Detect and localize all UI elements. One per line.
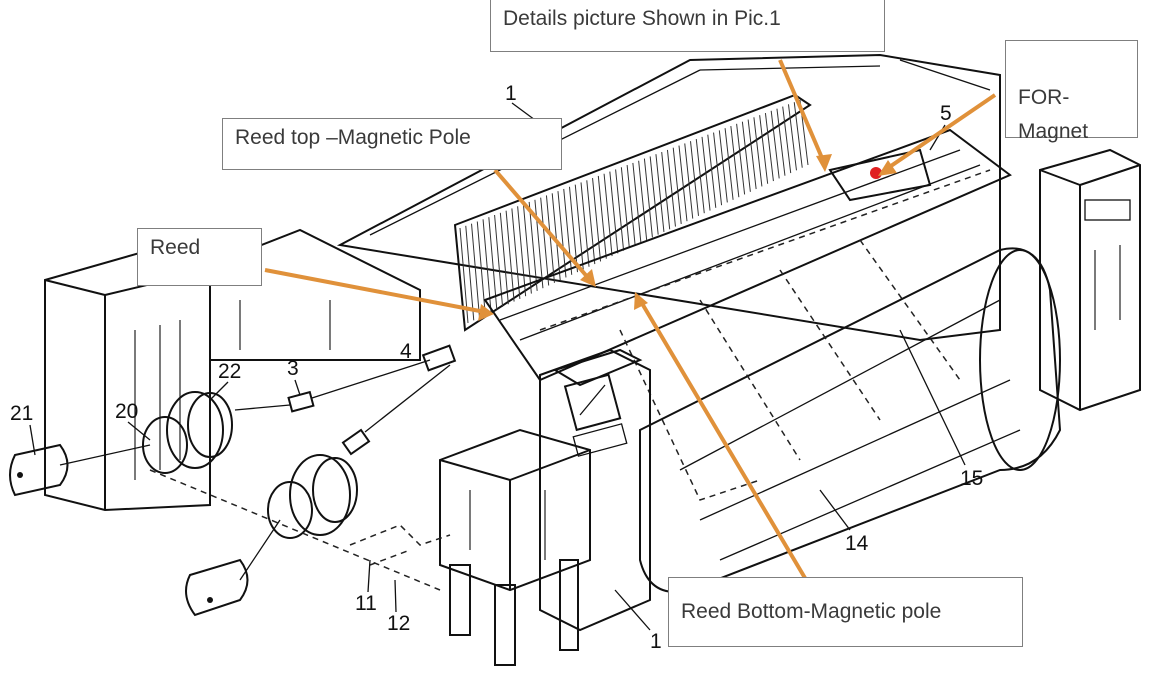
arrow-reed-bottom: [638, 298, 807, 580]
reed-tooth: [540, 197, 550, 286]
label-1: 1: [505, 82, 517, 105]
reed-tooth: [747, 119, 757, 190]
reed-tooth: [620, 167, 630, 249]
callout-reed-bottom: Reed Bottom-Magnetic pole: [668, 577, 1023, 647]
reed-tooth: [597, 175, 607, 259]
reed-tooth: [713, 132, 723, 206]
reed-tooth: [793, 102, 803, 168]
reed-tooth: [494, 214, 504, 307]
reed-tooth: [609, 171, 619, 254]
reed-tooth: [517, 206, 527, 297]
reed-tooth: [690, 141, 700, 216]
reed-tooth: [678, 145, 688, 222]
magnet-dot: [870, 167, 882, 179]
reed-tooth: [603, 173, 613, 257]
label-11: 11: [355, 592, 377, 615]
arrow-reed-top: [493, 168, 592, 282]
label-5: 5: [940, 102, 952, 125]
label-3: 3: [287, 357, 299, 380]
reed-tooth: [741, 121, 751, 192]
reed-tooth: [592, 178, 602, 262]
callout-reed-top-text: Reed top –Magnetic Pole: [235, 126, 471, 149]
callout-details-text: Details picture Shown in Pic.1: [503, 7, 781, 30]
callout-arrows: [264, 59, 997, 580]
reed-tooth: [568, 186, 578, 273]
reed-tooth: [511, 208, 521, 299]
reed-tooth: [730, 125, 740, 198]
reed-tooth: [471, 223, 481, 318]
reed-tooth: [626, 165, 636, 246]
reed-tooth: [666, 149, 676, 227]
reed-tooth: [632, 162, 642, 243]
cloth-roll: [619, 239, 1062, 593]
pulley-assembly: [9, 344, 457, 617]
reed-tooth: [557, 191, 567, 278]
reed-tooth: [787, 104, 797, 171]
callout-reed: Reed: [137, 228, 262, 286]
reed-tooth: [551, 193, 561, 281]
arrow-magnet: [883, 93, 997, 172]
callout-for-magnet-text: FOR- Magnet: [1018, 86, 1089, 143]
callout-reed-text: Reed: [150, 236, 201, 259]
callout-details-picture: Details picture Shown in Pic.1: [490, 0, 885, 52]
arrow-reed: [264, 268, 486, 314]
reed-tooth: [672, 147, 682, 224]
front-rail: [483, 128, 1012, 382]
reed-tooth: [684, 143, 694, 219]
center-control-panel: [539, 348, 651, 632]
reed-tooth: [534, 199, 544, 289]
right-control-box: [1039, 148, 1141, 412]
label-22: 22: [218, 360, 241, 383]
reed-tooth: [545, 195, 555, 283]
reed-tooth: [574, 184, 584, 270]
reed-tooth: [586, 180, 596, 265]
reed-tooth: [770, 110, 780, 179]
reed-tooth: [776, 108, 786, 176]
reed-tooth: [522, 204, 532, 294]
reed-comb: [453, 93, 812, 332]
callout-reed-top: Reed top –Magnetic Pole: [222, 118, 562, 170]
reed-tooth: [736, 123, 746, 195]
arrow-details: [778, 59, 827, 166]
reed-tooth: [643, 158, 653, 238]
reed-tooth: [718, 130, 728, 203]
reed-tooth: [615, 169, 625, 251]
reed-tooth: [753, 117, 763, 187]
stand-box: [439, 428, 591, 666]
reed-tooth: [661, 152, 671, 230]
label-14: 14: [845, 532, 869, 555]
label-21: 21: [10, 402, 33, 425]
reed-tooth: [488, 217, 498, 310]
label-12: 12: [387, 612, 410, 635]
label-4: 4: [400, 340, 412, 363]
reed-tooth: [465, 225, 475, 321]
reed-tooth: [764, 112, 774, 182]
part-number-labels: 1 5 4 3 22 21 20 11 12 1 14 15: [10, 82, 983, 653]
reed-tooth: [505, 210, 515, 302]
reed-tooth: [499, 212, 509, 305]
reed-tooth: [563, 188, 573, 275]
reed-tooth: [724, 128, 734, 200]
reed-tooth: [695, 138, 705, 214]
reed-tooth: [707, 134, 717, 208]
reed-tooth: [580, 182, 590, 267]
callout-for-magnet: FOR- Magnet: [1005, 40, 1138, 143]
reed-tooth: [482, 219, 492, 313]
label-13: 1: [650, 630, 662, 653]
reed-tooth: [638, 160, 648, 241]
reed-tooth: [655, 154, 665, 233]
callout-reed-bottom-text: Reed Bottom-Magnetic pole: [681, 600, 942, 623]
magnet-detail: [828, 148, 932, 202]
reed-tooth: [759, 115, 769, 184]
reed-tooth: [782, 106, 792, 174]
reed-tooth: [701, 136, 711, 211]
label-15: 15: [960, 467, 983, 490]
reed-tooth: [528, 201, 538, 291]
label-20: 20: [115, 400, 138, 423]
reed-tooth: [649, 156, 659, 235]
